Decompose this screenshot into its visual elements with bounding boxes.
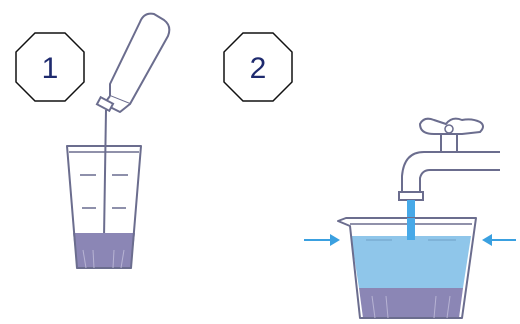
step-1-badge: 1 <box>16 33 84 101</box>
cup-2-water <box>351 236 471 288</box>
measuring-cup-2 <box>338 218 476 318</box>
faucet-stem <box>441 134 457 152</box>
faucet-body <box>402 152 500 196</box>
concentrate-stream <box>104 110 106 238</box>
bottle-pouring-icon <box>97 14 169 238</box>
fill-line-right-arrow-icon <box>482 234 516 246</box>
fill-line-left-arrow-icon <box>304 234 340 246</box>
step-2-number: 2 <box>250 52 267 85</box>
bottle-body <box>110 14 169 104</box>
step-1: 1 <box>16 14 169 268</box>
step-2: 2 <box>224 33 516 318</box>
cup-1-concentrate <box>73 233 135 268</box>
step-1-number: 1 <box>42 52 59 85</box>
faucet-nozzle <box>399 192 423 200</box>
step-2-badge: 2 <box>224 33 292 101</box>
faucet-handle-center <box>445 125 453 133</box>
water-stream-in-cup <box>407 218 415 240</box>
